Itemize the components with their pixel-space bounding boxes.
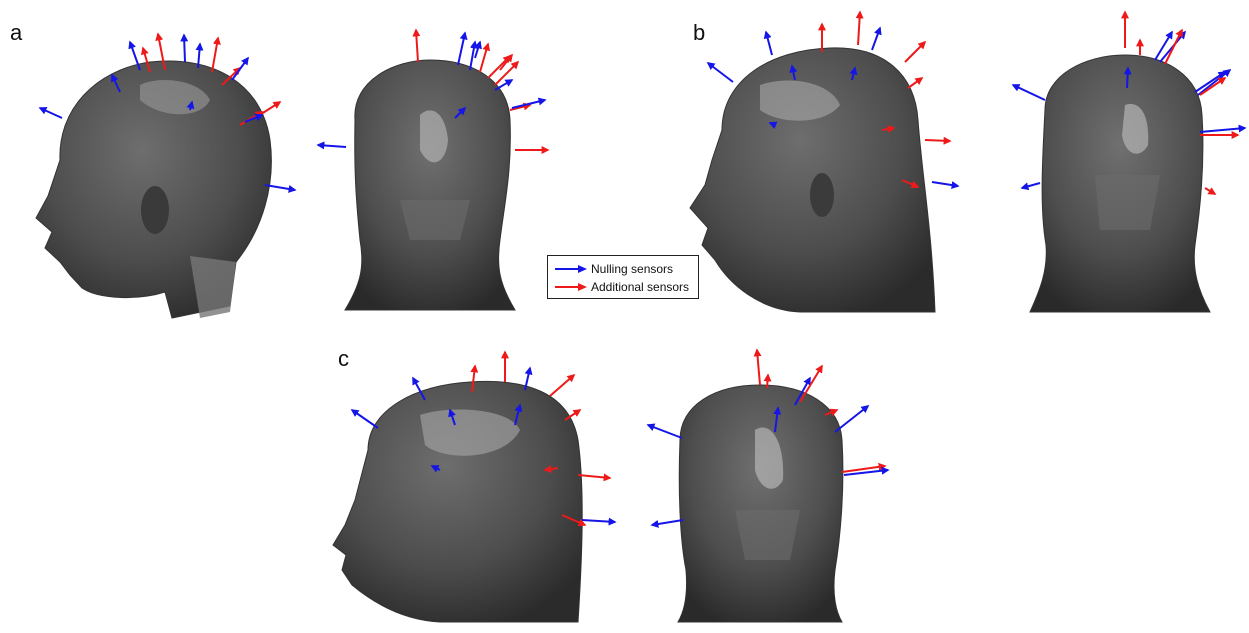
nulling-sensor-arrow bbox=[652, 520, 683, 525]
legend-label-additional: Additional sensors bbox=[591, 280, 689, 294]
nulling-sensor-arrow bbox=[475, 42, 480, 58]
additional-sensor-arrow bbox=[1165, 30, 1182, 64]
blue-arrow-icon bbox=[554, 264, 588, 274]
nulling-sensor-arrow bbox=[318, 145, 346, 147]
legend-item-additional: Additional sensors bbox=[554, 278, 689, 296]
additional-sensor-arrow bbox=[905, 42, 925, 62]
head-side-c bbox=[333, 381, 582, 622]
nulling-sensor-arrow bbox=[470, 42, 475, 70]
additional-sensor-arrow bbox=[500, 55, 512, 70]
additional-sensor-arrow bbox=[767, 375, 768, 388]
additional-sensor-arrow bbox=[495, 62, 518, 85]
additional-sensor-arrow bbox=[416, 30, 418, 62]
nulling-sensor-arrow bbox=[512, 100, 545, 108]
nulling-sensor-arrow bbox=[1198, 70, 1230, 95]
nulling-sensor-arrow bbox=[352, 410, 378, 428]
legend-item-nulling: Nulling sensors bbox=[554, 260, 673, 278]
nulling-sensor-arrow bbox=[835, 406, 868, 432]
legend-label-nulling: Nulling sensors bbox=[591, 262, 673, 276]
legend: Nulling sensors Additional sensors bbox=[547, 255, 699, 299]
red-arrow-icon bbox=[554, 282, 588, 292]
head-side-b bbox=[690, 48, 935, 312]
additional-sensor-arrow bbox=[578, 475, 610, 478]
nulling-sensor-arrow bbox=[40, 108, 62, 118]
additional-sensor-arrow bbox=[1205, 188, 1215, 194]
head-front-c bbox=[678, 385, 843, 622]
panel-label-a: a bbox=[10, 20, 22, 46]
nulling-sensor-arrow bbox=[458, 33, 465, 65]
nulling-sensor-arrow bbox=[648, 425, 682, 438]
nulling-sensor-arrow bbox=[1013, 85, 1045, 100]
additional-sensor-arrow bbox=[480, 44, 488, 72]
nulling-sensor-arrow bbox=[1022, 183, 1040, 188]
nulling-sensor-arrow bbox=[766, 32, 772, 55]
head-side-a bbox=[36, 61, 271, 318]
nulling-sensor-arrow bbox=[232, 58, 248, 80]
nulling-sensor-arrow bbox=[1127, 68, 1128, 88]
additional-sensor-arrow bbox=[858, 12, 860, 45]
nulling-sensor-arrow bbox=[582, 520, 615, 522]
additional-sensor-arrow bbox=[925, 140, 950, 141]
nulling-sensor-arrow bbox=[1200, 128, 1245, 132]
additional-sensor-arrow bbox=[908, 78, 922, 88]
additional-sensor-arrow bbox=[757, 350, 760, 385]
head-front-a bbox=[345, 60, 515, 310]
nulling-sensor-arrow bbox=[932, 182, 958, 186]
additional-sensor-arrow bbox=[212, 38, 218, 72]
panel-label-b: b bbox=[693, 20, 705, 46]
head-front-b bbox=[1030, 55, 1210, 312]
nulling-sensor-arrow bbox=[708, 63, 733, 82]
additional-sensor-arrow bbox=[550, 375, 574, 396]
panel-label-c: c bbox=[338, 346, 349, 372]
nulling-sensor-arrow bbox=[872, 28, 880, 50]
nulling-sensor-arrow bbox=[184, 35, 185, 62]
